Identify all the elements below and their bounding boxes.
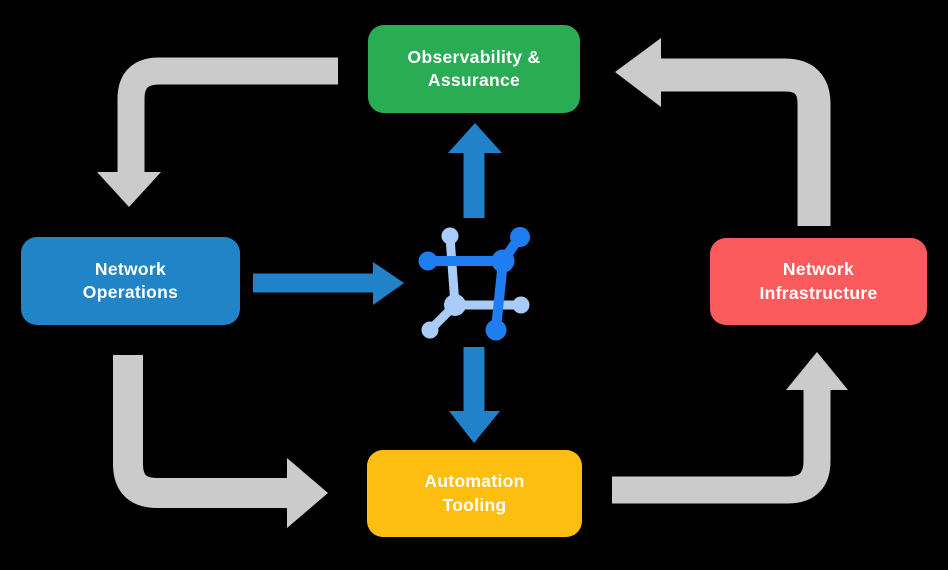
node-label-line: Operations xyxy=(82,282,179,302)
node-label-line: Observability & xyxy=(407,46,541,67)
node-label-line: Automation xyxy=(424,471,525,492)
node-network-infrastructure: Network Infrastructure xyxy=(710,238,927,325)
cycle-arrow-automation-to-infrastructure xyxy=(612,352,848,504)
flow-arrow-center-to-automation xyxy=(449,347,500,443)
node-label-line: Network xyxy=(94,258,167,279)
network-automation-icon xyxy=(418,227,530,341)
cycle-arrow-operations-to-automation xyxy=(113,355,328,528)
node-label-line: Assurance xyxy=(427,70,521,90)
flow-arrows xyxy=(253,123,502,443)
flow-arrow-center-to-observability xyxy=(448,123,502,218)
node-label-line: Tooling xyxy=(442,494,507,515)
cycle-arrows xyxy=(97,38,848,528)
node-automation-tooling: Automation Tooling xyxy=(367,450,582,537)
icon-dark-part xyxy=(418,227,530,341)
node-label-line: Network xyxy=(782,259,855,280)
node-observability-assurance: Observability & Assurance xyxy=(368,25,580,113)
node-label-line: Infrastructure xyxy=(759,282,878,303)
flow-arrow-operations-to-center xyxy=(253,262,404,305)
cycle-arrow-infrastructure-to-observability xyxy=(615,38,831,226)
cycle-arrow-observability-to-operations xyxy=(97,57,338,207)
icon-light-part xyxy=(421,227,530,339)
node-network-operations: Network Operations xyxy=(21,237,240,325)
